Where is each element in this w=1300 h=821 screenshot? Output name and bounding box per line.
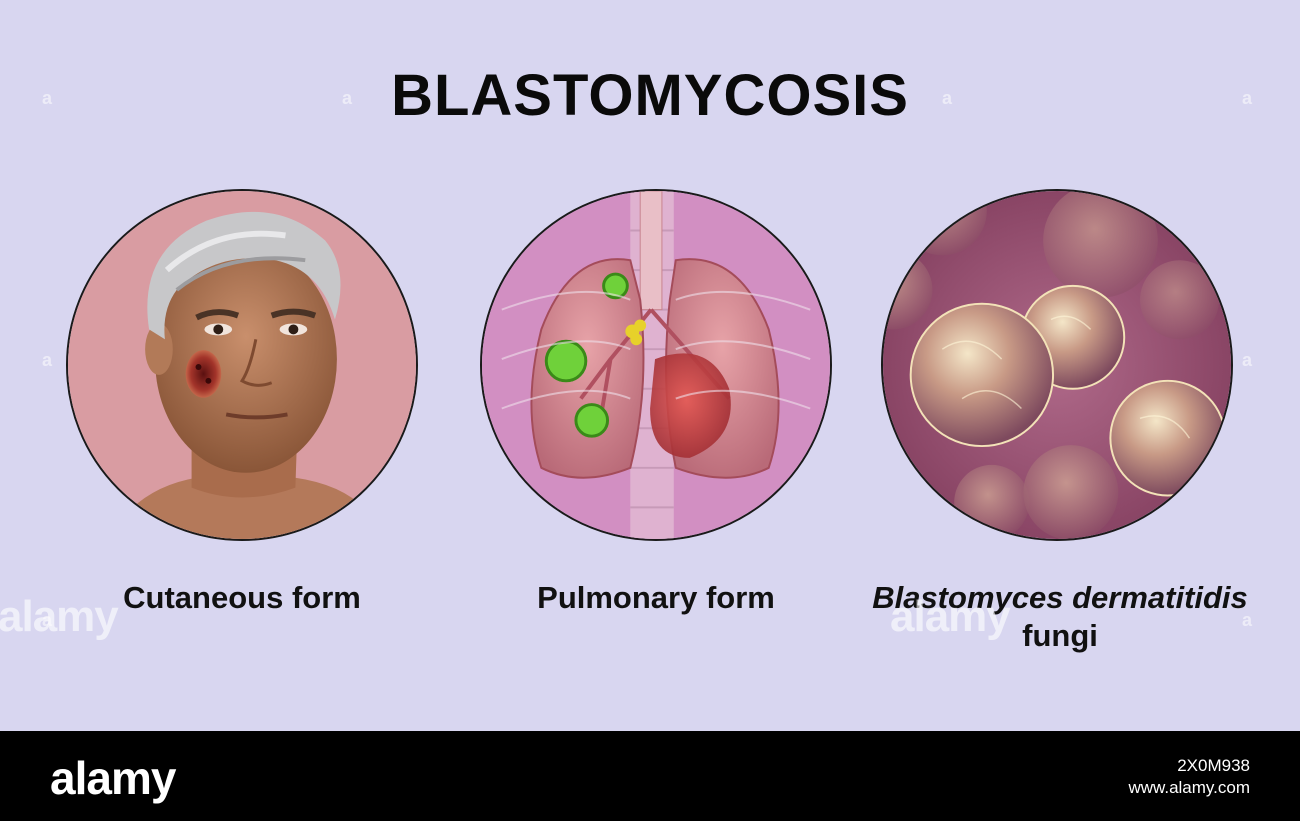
- footer-bar: alamy 2X0M938 www.alamy.com: [0, 731, 1300, 821]
- caption-fungi: Blastomyces dermatitidis fungi: [860, 579, 1260, 655]
- watermark-mark: a: [42, 610, 53, 630]
- cutaneous-form-illustration: [66, 189, 418, 541]
- watermark-mark: a: [42, 350, 53, 370]
- pulmonary-form-illustration: [480, 189, 832, 541]
- watermark-mark: a: [42, 88, 53, 108]
- caption-pulmonary: Pulmonary form: [537, 580, 775, 615]
- caption-fungi-species: Blastomyces dermatitidis: [872, 580, 1248, 615]
- poster: BLASTOMYCOSIS a a a a a a a a: [0, 63, 1260, 655]
- image-credit: 2X0M938 www.alamy.com: [1128, 755, 1250, 799]
- page-title: BLASTOMYCOSIS: [391, 63, 909, 128]
- watermark-logo: alamy: [0, 592, 119, 641]
- watermark-mark: a: [1242, 350, 1253, 370]
- caption-fungi-tail: fungi: [1022, 618, 1098, 653]
- watermark-mark: a: [342, 88, 353, 108]
- watermark-logo: alamy: [890, 592, 1011, 641]
- blastomyces-fungi-illustration: [881, 189, 1233, 541]
- caption-cutaneous: Cutaneous form: [123, 580, 361, 615]
- watermark-mark: a: [942, 88, 953, 108]
- site-url: www.alamy.com: [1128, 778, 1250, 797]
- watermark-mark: a: [1242, 88, 1253, 108]
- image-id: 2X0M938: [1177, 756, 1250, 775]
- alamy-logo: alamy: [50, 752, 176, 804]
- watermark-mark: a: [1242, 610, 1253, 630]
